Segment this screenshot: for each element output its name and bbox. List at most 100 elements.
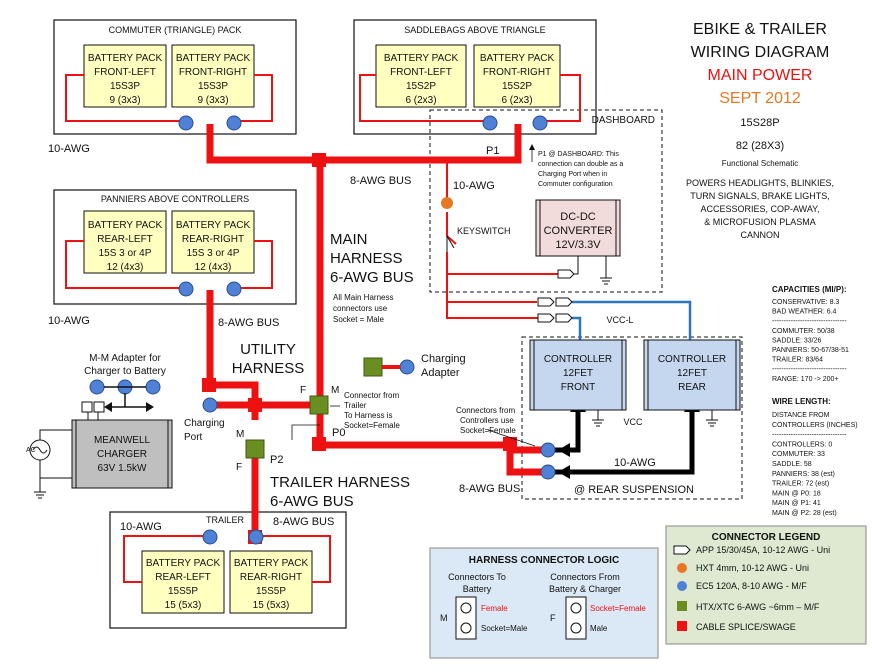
wire_length-row: DISTANCE FROM <box>772 412 830 419</box>
xtc-connector-icon <box>245 439 265 459</box>
arrow-icon <box>104 402 112 412</box>
pack-text: BATTERY PACK <box>176 53 251 64</box>
harness-logic-side: M <box>440 613 448 623</box>
pack-text: 15 (5x3) <box>165 600 202 611</box>
trailer-connector-note: Socket=Female <box>344 421 400 430</box>
title-config: 15S28P <box>740 117 779 129</box>
saddlebags-pack-label: SADDLEBAGS ABOVE TRIANGLE <box>404 25 545 35</box>
ec5-connector-icon <box>540 442 556 458</box>
socket-icon <box>570 622 582 634</box>
capacities-row: -------------------------------- <box>772 318 847 325</box>
pack-text: REAR-RIGHT <box>182 234 244 245</box>
harness-logic-text: Connectors From <box>550 572 620 582</box>
mm-adapter-label: Charger to Battery <box>84 366 166 377</box>
controllers-connector-note: Controllers use <box>460 416 514 425</box>
powers-line: & MICROFUSION PLASMA <box>704 217 816 227</box>
sine-icon <box>32 446 48 454</box>
title-date: SEPT 2012 <box>719 90 801 107</box>
powers-line: CANNON <box>740 230 779 240</box>
battery-pannier-right <box>171 210 255 274</box>
wire <box>234 74 273 122</box>
wire_length-row: SADDLE: 58 <box>772 461 812 468</box>
vcc-l-wires <box>572 300 692 340</box>
legend-item-label: HXT 4mm, 10-12 AWG - Uni <box>696 563 809 573</box>
app-connector-icon <box>557 269 575 279</box>
plug-icon <box>81 401 93 413</box>
app-connector-icon <box>555 313 573 323</box>
pack-text: REAR-RIGHT <box>240 572 302 583</box>
splice-points <box>202 153 517 544</box>
controllers-connector-note: Connectors from <box>456 406 515 415</box>
wire-length-title: WIRE LENGTH: <box>772 397 831 406</box>
meanwell-charger <box>71 419 173 489</box>
commuter-pack-group: COMMUTER (TRIANGLE) PACK BATTERY PACK FR… <box>53 19 297 135</box>
arrow-icon <box>558 465 570 479</box>
pack-wires <box>65 74 581 583</box>
wire <box>548 412 695 475</box>
ec5-connector-icon <box>178 115 194 131</box>
splice-icon <box>677 621 687 631</box>
charger-text: MEANWELL <box>94 435 151 446</box>
vcc-l-label: VCC-L <box>606 315 633 325</box>
wire <box>256 535 331 583</box>
battery-front-right <box>171 44 255 108</box>
wire <box>572 300 692 340</box>
pack-text: BATTERY PACK <box>176 220 251 231</box>
splice-icon <box>312 153 326 167</box>
trailer-connector-note: To Harness is <box>344 411 392 420</box>
legend-title: CONNECTOR LEGEND <box>712 532 821 543</box>
wire_length-row: MAIN @ P0: 18 <box>772 490 821 497</box>
splice-icon <box>312 437 326 451</box>
utility-harness-title: HARNESS <box>232 360 305 377</box>
leader-lines <box>291 150 536 447</box>
main-harness-title: MAIN <box>330 231 368 248</box>
app-connectors <box>537 269 575 323</box>
wire <box>123 535 210 583</box>
trailer-pack-group: TRAILER BATTERY PACK REAR-LEFT 15S5P 15 … <box>109 511 347 629</box>
awg-label: 10-AWG <box>120 521 162 533</box>
ec5-connector-icon <box>226 281 242 297</box>
ec5-connector-icon <box>248 529 264 545</box>
pack-text: BATTERY PACK <box>480 53 555 64</box>
wire <box>359 74 490 122</box>
pack-text: FRONT-RIGHT <box>179 67 247 78</box>
pack-text: 15S 3 or 4P <box>187 248 240 259</box>
charging-adapter-label: Adapter <box>421 367 460 379</box>
capacities-row: TRAILER: 83/64 <box>772 357 823 364</box>
wire <box>65 74 186 122</box>
pack-text: 9 (3x3) <box>197 95 228 106</box>
main-harness-note: connectors use <box>333 304 388 313</box>
wire_length-row: -------------------------------- <box>772 432 847 439</box>
ec5-connector-icon <box>89 379 105 395</box>
harness-logic-text: Battery <box>463 584 492 594</box>
controller-front <box>529 339 627 411</box>
wire <box>574 256 579 275</box>
utility-harness-title: UTILITY <box>240 341 296 358</box>
capacities-row: RANGE: 170 -> 200+ <box>772 376 839 383</box>
pack-text: BATTERY PACK <box>384 53 459 64</box>
wire_length-row: PANNIERS: 38 (est) <box>772 471 835 478</box>
capacities-row: SADDLE: 33/26 <box>772 337 822 344</box>
ground-icon <box>706 410 718 427</box>
controllers-connector-note: Socket=Female <box>460 426 516 435</box>
awg-label: 10-AWG <box>48 143 90 155</box>
pack-text: FRONT-RIGHT <box>483 67 551 78</box>
capacities-row: BAD WEATHER: 6.4 <box>772 309 837 316</box>
main-harness-note: All Main Harness <box>333 293 393 302</box>
splice-icon <box>248 398 262 412</box>
app-connector-icon <box>537 297 555 307</box>
bus-label: 8-AWG BUS <box>218 317 279 329</box>
powers-line: TURN SIGNALS, BRAKE LIGHTS, <box>690 191 830 201</box>
harness-logic-text: Female <box>481 604 508 613</box>
legend-item-label: CABLE SPLICE/SWAGE <box>696 622 796 632</box>
trailer-pack-label: TRAILER <box>206 515 245 525</box>
xtc-connector-icon <box>309 395 329 415</box>
title-config: 82 (28X3) <box>736 140 784 152</box>
splice-icon <box>202 378 216 392</box>
pack-text: 15S2P <box>406 81 436 92</box>
pack-text: 9 (3x3) <box>109 95 140 106</box>
pack-text: BATTERY PACK <box>88 220 163 231</box>
socket-icon <box>460 622 472 634</box>
ground-icon <box>592 410 604 427</box>
p1-label: P1 <box>486 145 499 157</box>
